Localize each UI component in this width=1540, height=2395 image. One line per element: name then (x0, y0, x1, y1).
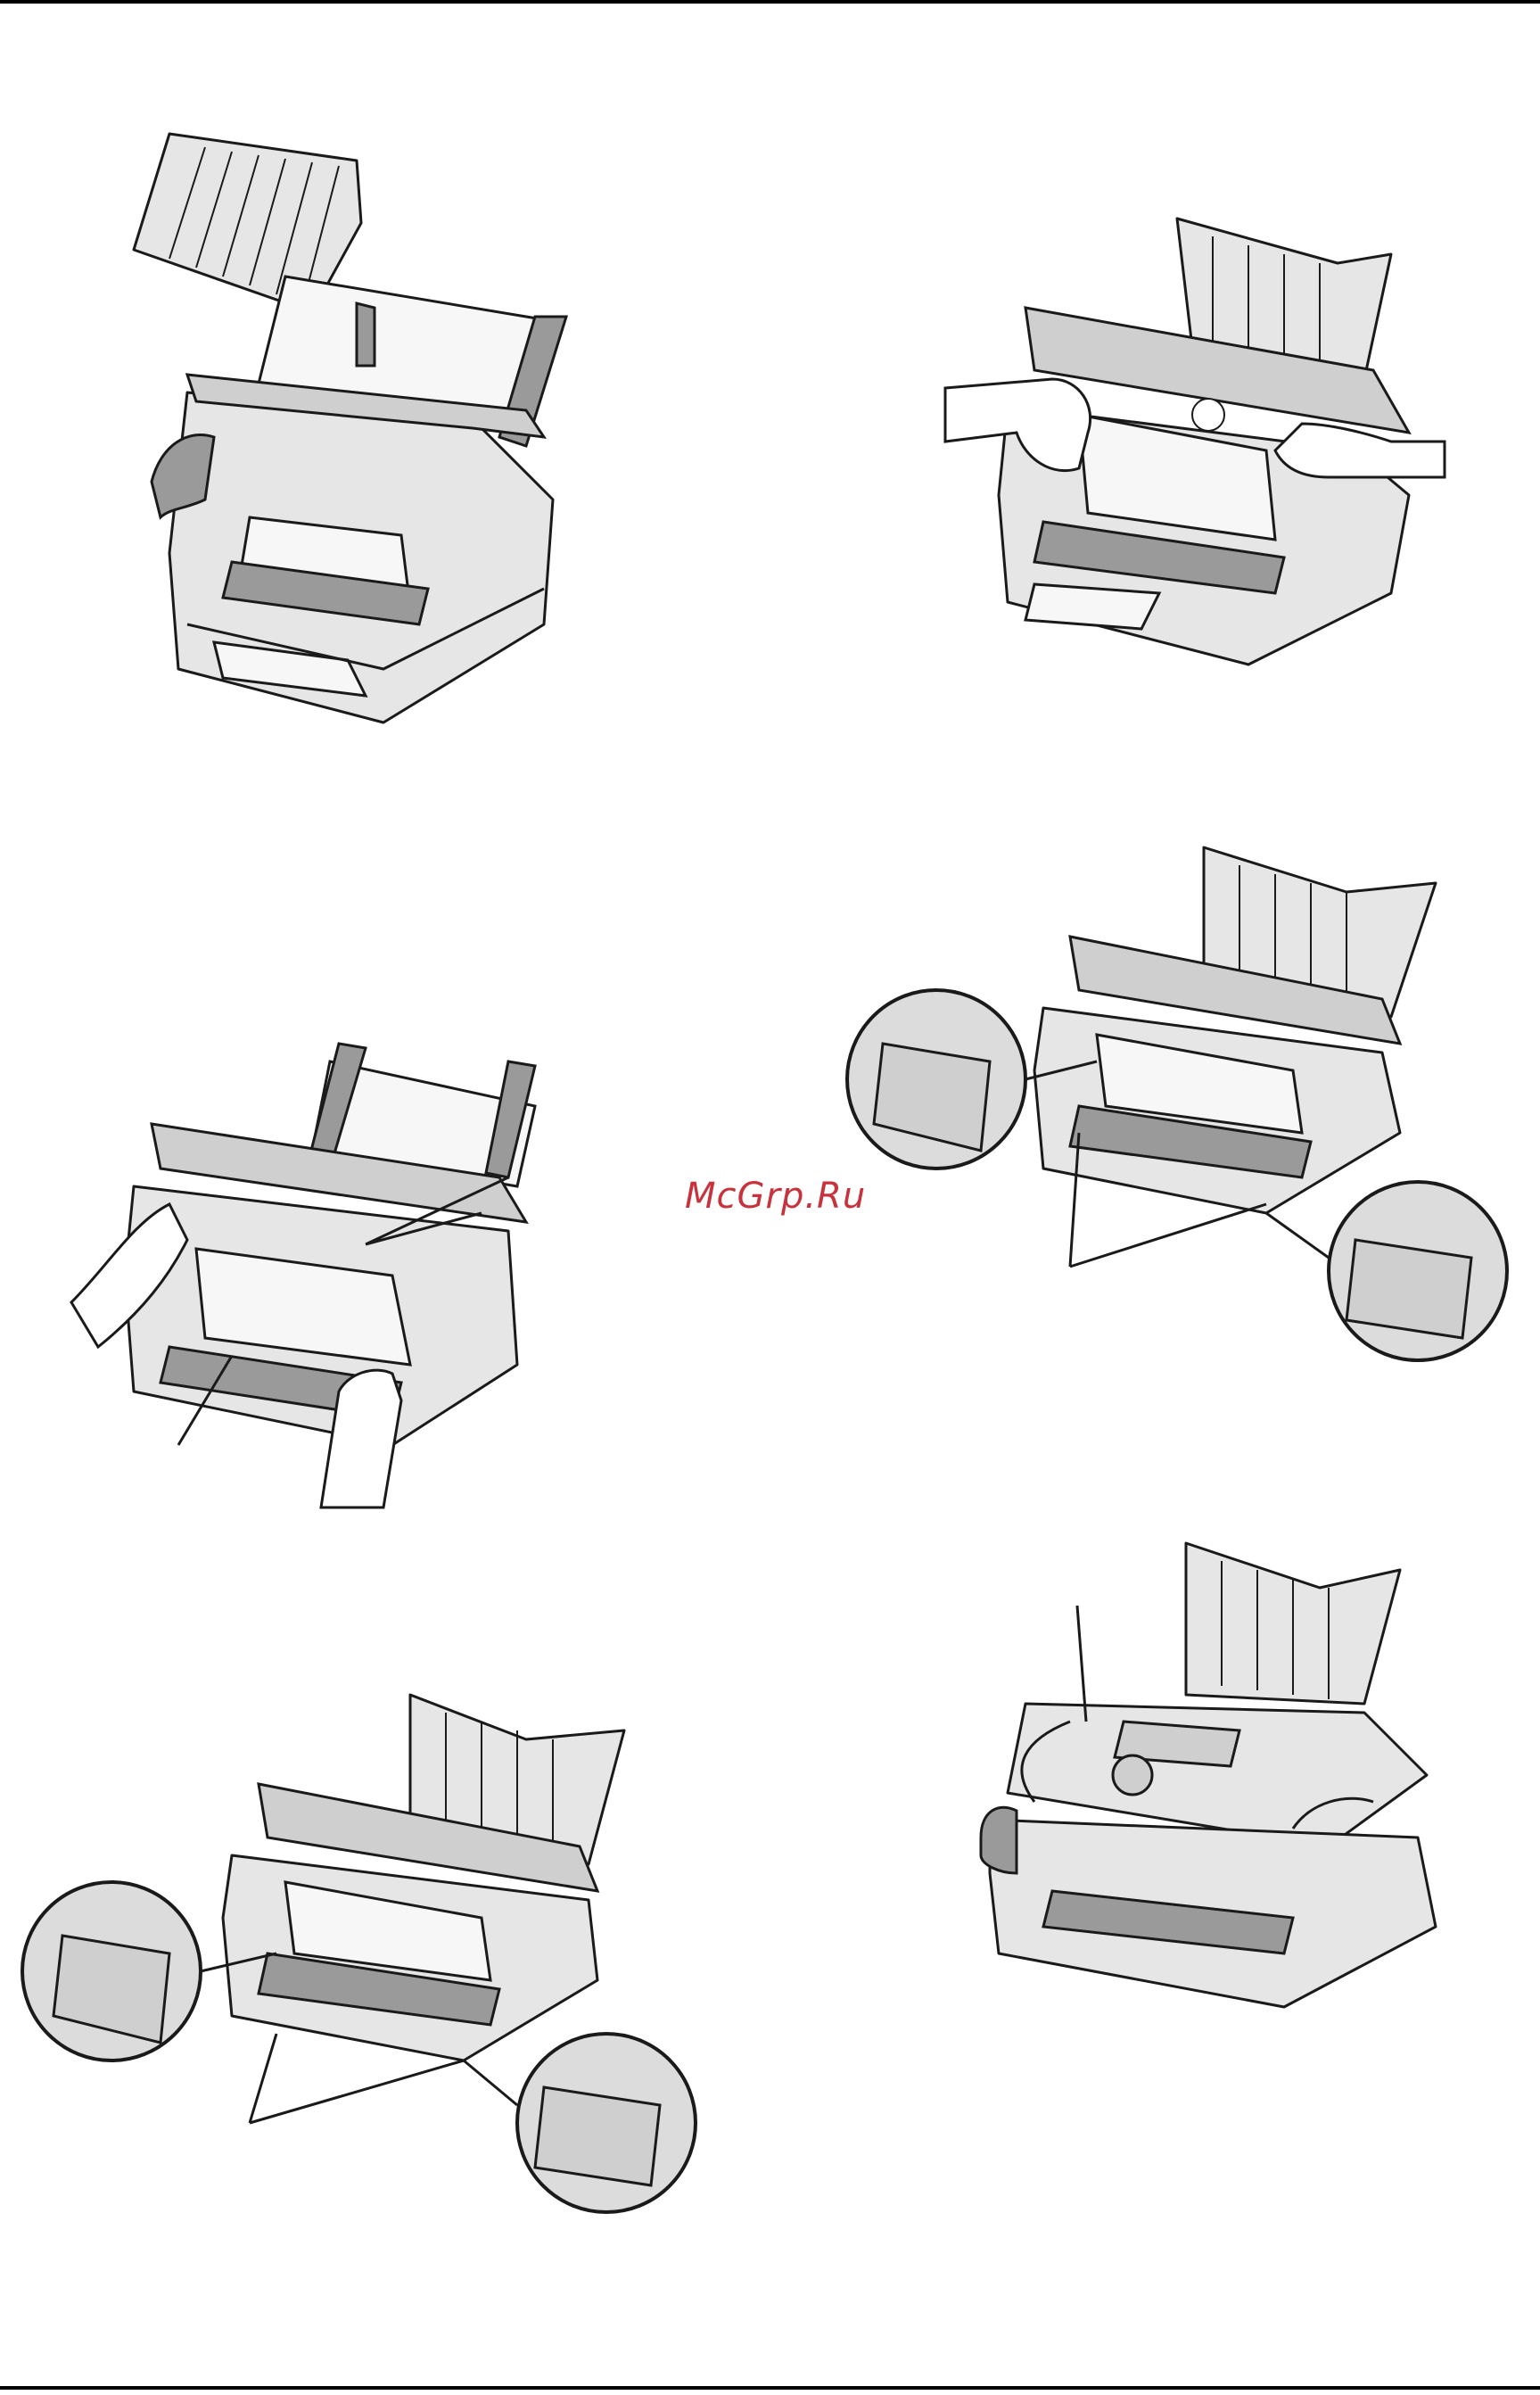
bottom-rule (0, 2386, 1540, 2390)
fax-lock-levers-illustration (18, 1686, 704, 2221)
top-rule (0, 0, 1540, 4)
fax-close-cover-illustration (972, 1534, 1489, 2016)
fax-release-levers-illustration (847, 838, 1525, 1374)
fax-remove-paper-from-feeder-illustration (71, 1008, 535, 1507)
fax-remove-tray-illustration (134, 125, 580, 731)
fax-pull-jammed-paper-illustration (945, 210, 1445, 691)
watermark-text: McGrp.Ru (685, 1176, 866, 1217)
